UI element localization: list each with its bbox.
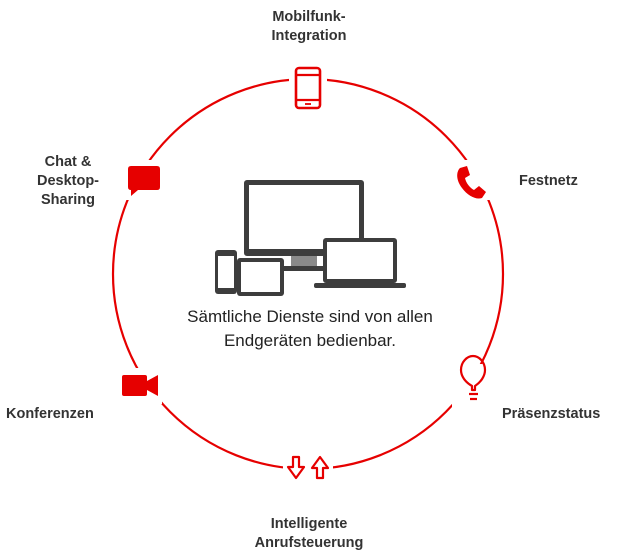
- label-konferenzen: Konferenzen: [6, 406, 94, 422]
- label-mobilfunk-integration: Mobilfunk- Integration: [271, 9, 347, 44]
- video-camera-icon: [122, 375, 158, 396]
- label-chat-desktop-sharing: Chat & Desktop- Sharing: [36, 154, 100, 208]
- lightbulb-icon: [459, 354, 487, 401]
- smartphone-icon: [294, 66, 322, 110]
- service-ring: [111, 77, 505, 471]
- mobile-device: [215, 250, 237, 294]
- label-praesenzstatus: Präsenzstatus: [502, 406, 601, 422]
- laptop: [314, 238, 406, 288]
- label-festnetz: Festnetz: [519, 173, 578, 189]
- chat-bubble-icon: [128, 166, 160, 196]
- label-intelligente-anrufsteuerung: Intelligente Anrufsteuerung: [254, 516, 364, 551]
- up-down-arrows-icon: [286, 455, 330, 480]
- devices-illustration: [215, 180, 406, 296]
- center-caption-line-1: Sämtliche Dienste sind von allen: [187, 307, 433, 326]
- center-caption-line-2: Endgeräten bedienbar.: [223, 331, 397, 350]
- center-caption: Sämtliche Dienste sind von allen Endgerä…: [110, 305, 510, 353]
- phone-handset-icon: [457, 166, 486, 199]
- tablet: [237, 258, 284, 296]
- desktop-monitor: [244, 180, 364, 271]
